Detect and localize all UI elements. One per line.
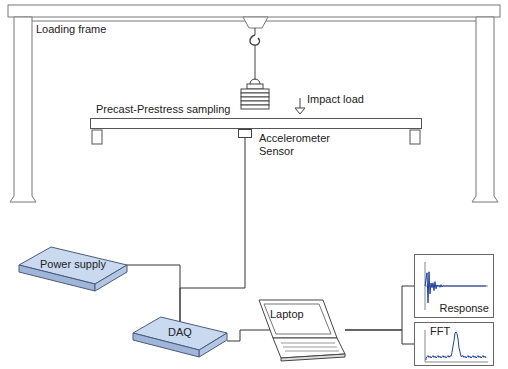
plot-label: Response xyxy=(438,302,490,315)
sensor-label: Accelerometer Sensor xyxy=(259,132,337,157)
accelerometer-sensor: Accelerometer Sensor xyxy=(238,129,252,138)
signal-wire xyxy=(345,286,414,330)
signal-wire xyxy=(180,138,245,324)
beam-specimen: Precast-Prestress sampling xyxy=(90,103,422,131)
box-label: DAQ xyxy=(132,326,228,339)
beam-label: Precast-Prestress sampling xyxy=(96,103,231,116)
frame-label: Loading frame xyxy=(36,23,106,36)
fft-plot: FFT xyxy=(414,322,494,366)
response-plot: Response xyxy=(414,254,494,318)
daq-box: DAQ xyxy=(132,316,228,358)
load-label: Impact load xyxy=(307,93,364,106)
signal-wire xyxy=(127,265,180,324)
box-label: Power supply xyxy=(18,258,128,271)
laptop-computer: Laptop xyxy=(255,298,347,362)
laptop-label: Laptop xyxy=(270,308,304,321)
signal-wire xyxy=(345,330,414,344)
power-supply-box: Power supply xyxy=(18,246,128,292)
laptop-outline xyxy=(255,298,347,362)
beam-body xyxy=(90,118,422,129)
plot-label: FFT xyxy=(429,325,451,338)
signal-wire xyxy=(227,330,277,341)
